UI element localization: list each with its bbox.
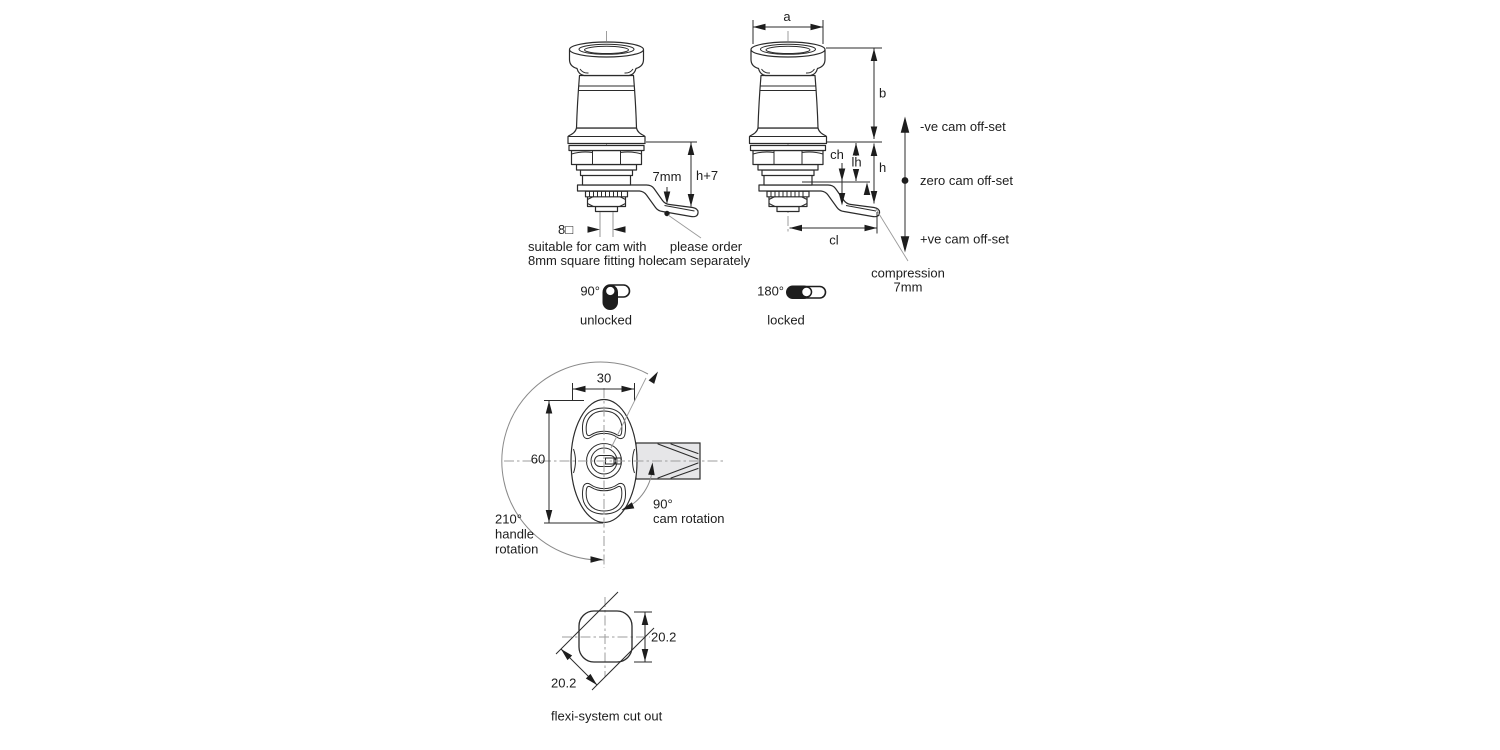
compression-note-line1: compression: [871, 266, 945, 281]
dim-label-height-60: 60: [531, 452, 545, 467]
zero-offset-dot: [901, 177, 909, 184]
cam-rotation-label-1: 90°: [653, 497, 673, 512]
cam-rotation-label-2: cam rotation: [653, 511, 725, 526]
latch-side-view-left: h+7 7mm 8□ suitable for cam with 8mm squ…: [528, 31, 751, 268]
cutout-shape: [578, 610, 633, 663]
dim-label-7mm: 7mm: [653, 169, 682, 184]
locked-angle-label: 180°: [757, 284, 784, 299]
note-suitable-line2: 8mm square fitting hole: [528, 253, 663, 268]
latch-side-view-right: a b h lh ch cl: [748, 9, 945, 295]
offset-negative-label: -ve cam off-set: [920, 119, 1006, 134]
handle-rotation-label-2: handle: [495, 527, 534, 542]
dim-label-cutout-height: 20.2: [651, 630, 676, 645]
cylinder-face-icon: [604, 285, 616, 297]
unlocked-state-label: unlocked: [580, 313, 632, 328]
dim-label-lh: lh: [851, 155, 861, 170]
cam-hatching: [657, 443, 699, 479]
dim-label-ch: ch: [830, 147, 844, 162]
flexi-cutout-view: 20.2 20.2 flexi-system cut out: [551, 591, 676, 724]
note-order-line1: please order: [670, 239, 743, 254]
unlocked-state-icon: 90° unlocked: [580, 284, 632, 328]
handle-front-view: 30 60 210° handle rotation 90° cam rotat…: [495, 361, 725, 568]
locked-state-icon: 180° locked: [757, 284, 827, 328]
dim-label-h-plus-7: h+7: [696, 168, 718, 183]
handle-bottom-grip: [581, 482, 627, 515]
dim-label-cutout-diagonal: 20.2: [551, 676, 576, 691]
cam-offset-indicator: -ve cam off-set zero cam off-set +ve cam…: [900, 116, 1013, 253]
handle-top-grip: [581, 407, 627, 440]
compression-note-line2: 7mm: [894, 280, 923, 295]
latch-body-drawing: [748, 41, 881, 218]
latch-body-drawing: [567, 41, 699, 218]
note-suitable-line1: suitable for cam with: [528, 239, 647, 254]
dim-label-b: b: [879, 86, 886, 101]
cylinder-face-icon: [800, 286, 813, 298]
locked-state-label: locked: [767, 313, 805, 328]
note-order-line2: cam separately: [662, 253, 751, 268]
offset-zero-label: zero cam off-set: [920, 173, 1013, 188]
dim-label-cl: cl: [829, 233, 839, 248]
unlocked-angle-label: 90°: [580, 284, 600, 299]
label-mask: [848, 156, 865, 169]
handle-rotation-label-1: 210°: [495, 512, 522, 527]
handle-rotation-label-3: rotation: [495, 542, 538, 557]
cutout-caption: flexi-system cut out: [551, 709, 663, 724]
offset-positive-label: +ve cam off-set: [920, 232, 1009, 247]
dim-label-h: h: [879, 160, 886, 175]
handle-rotation-arc: [501, 361, 649, 561]
dim-label-a: a: [783, 9, 791, 24]
dim-label-width-30: 30: [597, 371, 611, 386]
dim-label-8-square: 8□: [558, 222, 573, 237]
